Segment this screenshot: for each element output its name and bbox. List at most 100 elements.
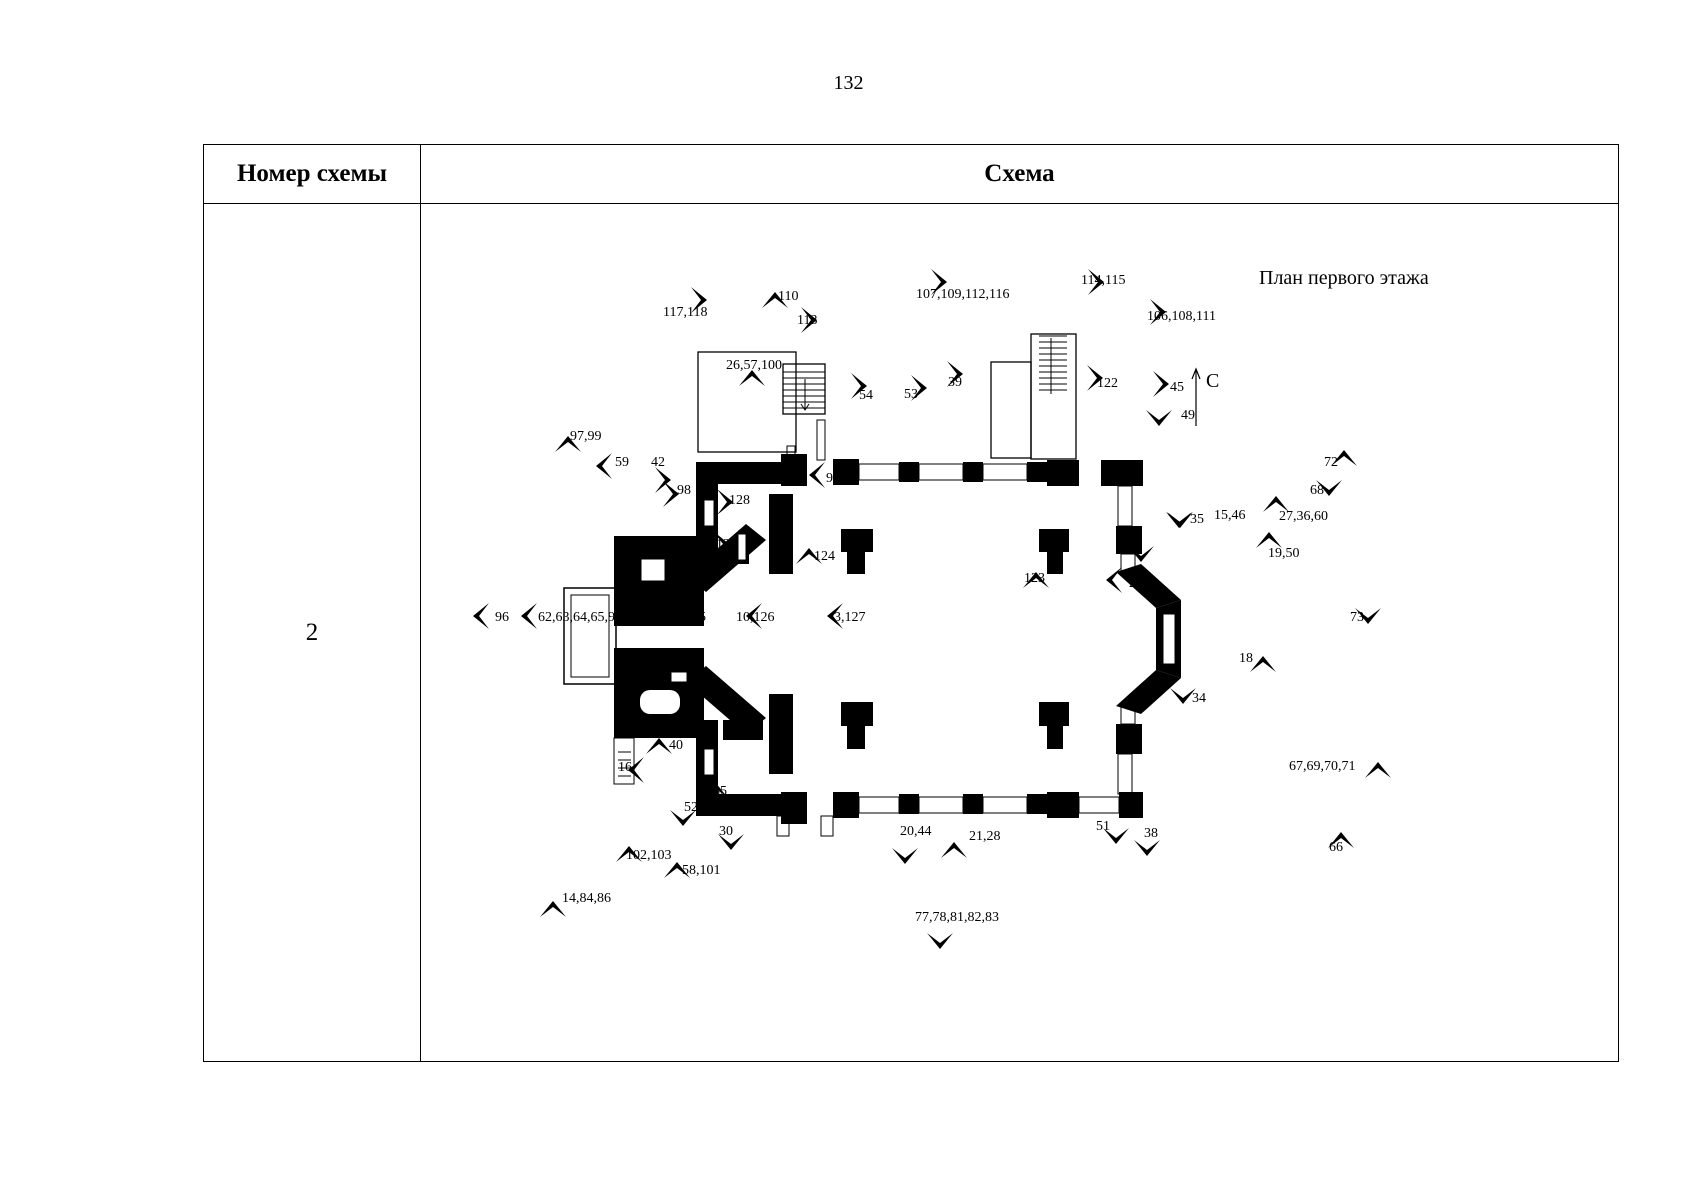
photo-point-label: 110 <box>778 289 798 304</box>
photo-point-label: 16 <box>618 760 632 775</box>
photo-point-label: 34 <box>1192 691 1206 706</box>
view-direction-marker <box>762 292 788 308</box>
photo-point-label: 59 <box>615 455 629 470</box>
view-direction-marker <box>1023 572 1049 588</box>
view-direction-marker <box>1134 840 1160 856</box>
view-direction-marker <box>717 489 733 515</box>
view-direction-marker <box>947 361 963 387</box>
view-direction-marker <box>801 307 817 333</box>
photo-point-label: 102,103 <box>626 848 672 863</box>
view-direction-marker <box>739 370 765 386</box>
photo-point-label: 21,28 <box>969 829 1001 844</box>
north-label: С <box>1206 370 1219 392</box>
photo-point-label: 58,101 <box>682 863 721 878</box>
photo-point-label: 10,126 <box>736 610 775 625</box>
scheme-number-cell: 2 <box>203 203 421 1062</box>
view-direction-marker <box>827 603 843 629</box>
floor-plan-drawing: С План первого этажа 117,118 110 113 107,10… <box>473 267 1429 949</box>
view-direction-marker <box>892 848 918 864</box>
view-direction-marker <box>796 548 822 564</box>
view-direction-marker <box>1365 762 1391 778</box>
view-direction-marker <box>927 933 953 949</box>
view-direction-marker <box>1331 450 1357 466</box>
photo-point-label: 3,127 <box>834 610 866 625</box>
photo-point-label: 27,36,60 <box>1279 509 1328 524</box>
page-number: 132 <box>833 72 864 94</box>
photo-point-label: 96 <box>495 610 509 625</box>
photo-point-label: 128 <box>729 493 750 508</box>
plan-title: План первого этажа <box>1259 267 1429 289</box>
view-direction-marker <box>540 901 566 917</box>
view-direction-marker <box>746 603 762 629</box>
photo-point-label: 26,57,100 <box>726 358 782 373</box>
photo-point-label: 97,99 <box>570 429 602 444</box>
photo-point-label: 67,69,70,71 <box>1289 759 1356 774</box>
photo-point-label: 38 <box>1144 826 1158 841</box>
photo-point-label: 49 <box>1181 408 1195 423</box>
photo-point-label: 117,118 <box>663 305 707 320</box>
photo-point-label: 39 <box>948 375 962 390</box>
view-direction-marker <box>1146 410 1172 426</box>
view-direction-marker <box>1250 656 1276 672</box>
photo-point-label: 122 <box>1097 376 1118 391</box>
view-direction-marker <box>1256 532 1282 548</box>
photo-point-label: 129 <box>716 537 737 552</box>
photo-point-label: 42 <box>651 455 665 470</box>
view-direction-marker <box>1128 546 1154 562</box>
view-direction-marker <box>691 287 707 313</box>
view-direction-marker <box>596 453 612 479</box>
view-direction-marker <box>1087 365 1103 391</box>
photo-point-label: 68 <box>1310 483 1324 498</box>
photo-point-label: 114,115 <box>1081 273 1125 288</box>
floor-plan-walls <box>563 333 1181 837</box>
photo-point-label: 107,109,112,116 <box>916 287 1009 302</box>
view-direction-marker <box>473 603 489 629</box>
photo-point-label: 2 <box>1129 576 1136 591</box>
photo-point-label: 106,108,111 <box>1147 309 1216 324</box>
view-direction-marker <box>1088 269 1104 295</box>
photo-point-label: 4 <box>1131 524 1138 539</box>
photo-point-label: 72 <box>1324 455 1338 470</box>
photo-point-label: 77,78,81,82,83 <box>915 910 999 925</box>
view-direction-marker <box>702 782 728 798</box>
view-direction-marker <box>911 375 927 401</box>
header-scheme-number: Номер схемы <box>203 144 421 204</box>
header-scheme: Схема <box>420 144 1619 204</box>
view-direction-marker <box>931 269 947 295</box>
view-direction-marker <box>616 846 642 862</box>
photo-point-markers: 117,118 110 113 107,109,112,116 114,115 106,1… <box>473 269 1391 949</box>
view-direction-marker <box>718 834 744 850</box>
view-direction-marker <box>1328 832 1354 848</box>
north-arrow: С <box>1191 367 1219 426</box>
view-direction-marker <box>670 810 696 826</box>
scheme-table: Номер схемы Схема 2 <box>203 144 1619 1062</box>
view-direction-marker <box>1106 567 1122 593</box>
view-direction-marker <box>1150 299 1166 325</box>
view-direction-marker <box>713 531 729 557</box>
view-direction-marker <box>1316 480 1342 496</box>
view-direction-marker <box>1355 608 1381 624</box>
photo-point-label: 123 <box>1024 571 1045 586</box>
photo-point-label: 53 <box>904 387 918 402</box>
view-direction-marker <box>521 603 537 629</box>
photo-point-label: 35 <box>1190 512 1204 527</box>
photo-point-label: 51 <box>1096 819 1110 834</box>
photo-point-label: 18 <box>1239 651 1253 666</box>
photo-point-label: 73 <box>1350 610 1364 625</box>
photo-point-label: 20,44 <box>900 824 932 839</box>
table-header-row: Номер схемы Схема <box>203 144 1619 204</box>
view-direction-marker <box>628 757 644 783</box>
view-direction-marker <box>1103 828 1129 844</box>
photo-point-label: 52 <box>684 800 698 815</box>
view-direction-marker <box>1170 688 1196 704</box>
view-direction-marker <box>655 467 671 493</box>
photo-point-label: 113 <box>797 313 817 328</box>
scheme-cell: С План первого этажа 117,118 110 113 107,10… <box>420 203 1619 1062</box>
table-row: 2 <box>203 203 1619 1062</box>
photo-point-label: 62,63,64,65,90,91,92,104,105 <box>538 610 706 625</box>
view-direction-marker <box>1263 496 1289 512</box>
photo-point-label: 66 <box>1329 840 1343 855</box>
view-direction-marker <box>646 738 672 754</box>
photo-point-label: 124 <box>814 549 835 564</box>
view-direction-marker <box>555 436 581 452</box>
